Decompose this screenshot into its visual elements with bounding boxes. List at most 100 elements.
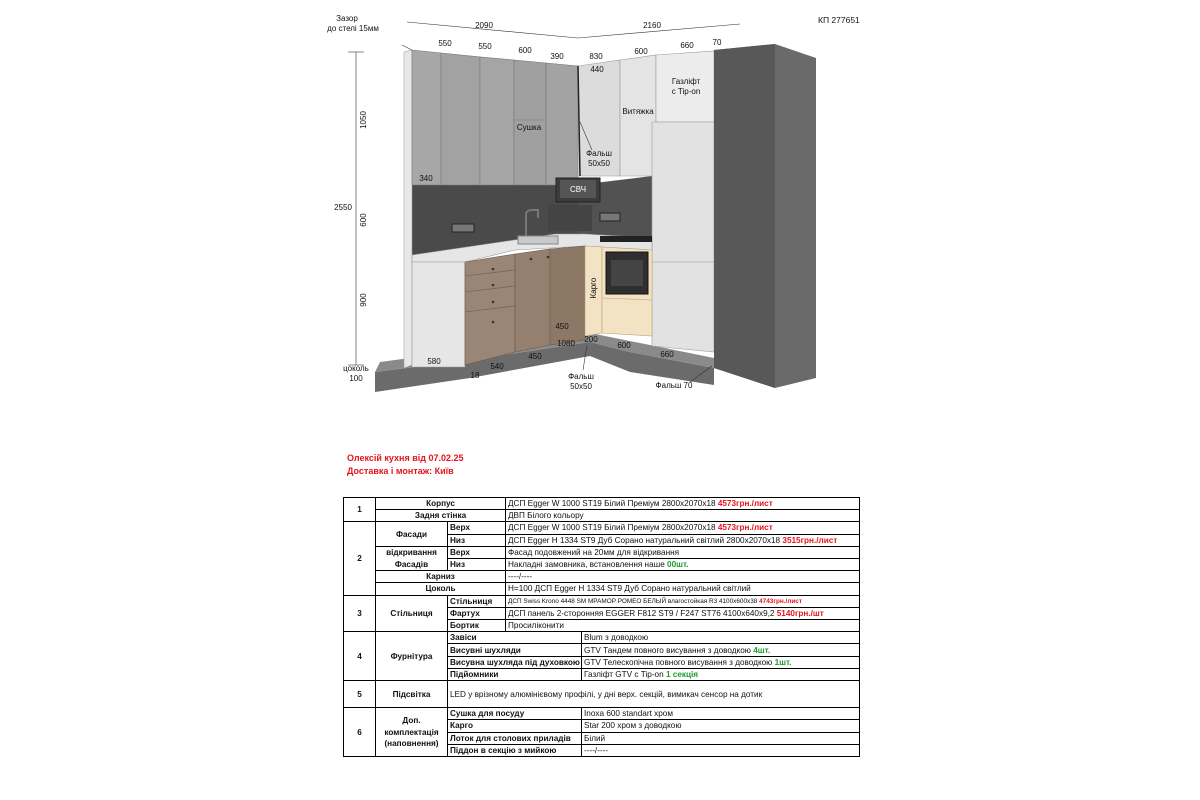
dimension-lines bbox=[348, 21, 741, 366]
upper-left-5 bbox=[545, 62, 579, 186]
dim-d-340: 340 bbox=[419, 174, 433, 183]
row-value: Star 200 хром з доводкою bbox=[581, 719, 860, 733]
lower-corner-cabinet bbox=[549, 245, 586, 346]
dim-left-width: 2090 bbox=[475, 21, 493, 30]
dim-ceiling-gap-1: Зазор bbox=[336, 14, 358, 23]
row-label: Цоколь bbox=[374, 582, 507, 596]
row-value: Білий bbox=[581, 731, 860, 745]
floor-plinth-top bbox=[375, 333, 714, 372]
row-label: відкривання Фасадів bbox=[375, 545, 448, 572]
dim-b-660: 660 bbox=[660, 350, 674, 359]
table-row: 4 Фурнітура Завіси Blum з доводкою bbox=[343, 631, 860, 682]
hob bbox=[600, 236, 652, 242]
label-dryer: Сушка bbox=[517, 123, 542, 132]
row-label: Задня стінка bbox=[374, 509, 507, 523]
label-falsh-bottom-2: 50х50 bbox=[570, 382, 592, 391]
fridge-column bbox=[651, 121, 715, 353]
dim-b-450b: 450 bbox=[555, 322, 569, 331]
row-value: Просиліконити bbox=[505, 619, 860, 633]
row-value: ДСП Swiss Krono 4448 SM МРАМОР РОМЕО БЕЛ… bbox=[505, 594, 860, 608]
note-line-1: Олексій кухня від 07.02.25 bbox=[347, 453, 464, 463]
order-note: Олексій кухня від 07.02.25 Доставка і мо… bbox=[347, 452, 464, 478]
dim-b-1080: 1080 bbox=[557, 339, 575, 348]
row-value: ДСП панель 2-сторонняя EGGER F812 ST9 / … bbox=[505, 606, 860, 621]
spec-table: 1 Корпус ДСП Egger W 1000 ST19 Білий Пре… bbox=[343, 496, 860, 758]
dim-b-200: 200 bbox=[584, 335, 598, 344]
left-side-panel bbox=[403, 49, 413, 369]
dim-ceiling-gap-2: до стелі 15мм bbox=[327, 24, 379, 33]
label-microwave: СВЧ bbox=[570, 185, 586, 194]
dim-h-440: 440 bbox=[590, 65, 604, 74]
row-sublabel: Карго bbox=[446, 719, 583, 733]
dim-h-600: 600 bbox=[359, 213, 368, 227]
label-falsh-top-1: Фальш bbox=[586, 149, 612, 158]
right-wall-face bbox=[714, 44, 775, 388]
dim-top-550a: 550 bbox=[438, 39, 452, 48]
row-sublabel: Верх bbox=[446, 545, 507, 560]
table-row: 5 Підсвітка LED у врізному алюмінієвому … bbox=[343, 680, 860, 709]
row-value: Накладні замовника, встановлення наше 00… bbox=[505, 558, 860, 572]
row-label: Стільниця bbox=[375, 594, 448, 633]
label-gaslift-2: с Tip-on bbox=[672, 87, 701, 96]
dim-plinth-label: цоколь bbox=[343, 364, 369, 373]
row-sublabel: Низ bbox=[446, 533, 507, 547]
row-value: ДСП Egger W 1000 ST19 Білий Преміум 2800… bbox=[505, 496, 860, 511]
row-sublabel: Висувні шухляди bbox=[446, 643, 583, 657]
kitchen-3d-drawing: Зазор до стелі 15мм 2090 2160 550 550 60… bbox=[327, 14, 860, 392]
table-row: Карго Star 200 хром з доводкою bbox=[344, 719, 860, 733]
dim-top-600b: 600 bbox=[634, 47, 648, 56]
table-row: Піддон в секцію з мийкою ----/---- bbox=[344, 743, 860, 758]
row-sublabel: Підйомники bbox=[446, 667, 583, 682]
row-value: ДСП Egger H 1334 ST9 Дуб Сорано натураль… bbox=[505, 533, 860, 547]
dim-b-18: 18 bbox=[471, 371, 480, 380]
upper-left-1 bbox=[411, 49, 442, 186]
table-row: Низ Накладні замовника, встановлення наш… bbox=[344, 558, 860, 572]
dim-h-1050: 1050 bbox=[359, 111, 368, 129]
table-row: Висувні шухляди GTV Тандем повного висув… bbox=[344, 643, 860, 657]
sec-num: 6 bbox=[343, 707, 376, 758]
socket-left bbox=[451, 223, 475, 233]
dim-right-width: 2160 bbox=[643, 21, 661, 30]
dim-h-900: 900 bbox=[359, 293, 368, 307]
sec-num: 3 bbox=[343, 594, 376, 633]
dim-top-660: 660 bbox=[680, 41, 694, 50]
row-value: ДСП Egger W 1000 ST19 Білий Преміум 2800… bbox=[505, 521, 860, 535]
lower-white-left bbox=[411, 261, 466, 368]
row-value: ----/---- bbox=[581, 743, 860, 758]
table-row: Фартух ДСП панель 2-сторонняя EGGER F812… bbox=[344, 606, 860, 621]
table-row: 6 Доп. комплектація (наповнення) Сушка д… bbox=[343, 707, 860, 758]
label-gaslift-1: Газліфт bbox=[672, 77, 701, 86]
floor-plinth bbox=[375, 342, 714, 392]
row-value: Inoxa 600 standart хром bbox=[581, 707, 860, 721]
row-label: Корпус bbox=[374, 496, 507, 511]
dim-top-830: 830 bbox=[589, 52, 603, 61]
row-value: GTV Тандем повного висування з доводкою … bbox=[581, 643, 860, 657]
row-sublabel: Фартух bbox=[446, 606, 507, 621]
table-row: Цоколь Н=100 ДСП Egger H 1334 ST9 Дуб Со… bbox=[344, 582, 860, 596]
socket-right bbox=[599, 212, 621, 222]
table-row: 2 Фасади Верх ДСП Egger W 1000 ST19 Біли… bbox=[343, 521, 860, 596]
table-row: Лоток для столових приладів Білий bbox=[344, 731, 860, 745]
table-row: Задня стінка ДВП Білого кольору bbox=[344, 509, 860, 523]
label-falsh-top-2: 50х50 bbox=[588, 159, 610, 168]
row-label: Фасади bbox=[375, 521, 448, 547]
sec-num: 5 bbox=[343, 680, 376, 709]
row-sublabel: Стільниця bbox=[446, 594, 507, 608]
upper-left-2 bbox=[440, 52, 481, 186]
row-sublabel: Висувна шухляда під духовкою bbox=[446, 655, 583, 669]
row-value: LED у врізному алюмінієвому профілі, у д… bbox=[447, 680, 860, 709]
table-row: Низ ДСП Egger H 1334 ST9 Дуб Сорано нату… bbox=[344, 533, 860, 547]
dim-b-580: 580 bbox=[427, 357, 441, 366]
dim-b-600: 600 bbox=[617, 341, 631, 350]
table-row: Карниз ----/---- bbox=[344, 570, 860, 584]
dim-b-540: 540 bbox=[490, 362, 504, 371]
dim-h-2550: 2550 bbox=[334, 203, 352, 212]
row-label: Доп. комплектація (наповнення) bbox=[375, 707, 448, 758]
row-value: Н=100 ДСП Egger H 1334 ST9 Дуб Сорано на… bbox=[505, 582, 860, 596]
sec-num: 1 bbox=[343, 496, 376, 523]
table-row: Підйомники Газліфт GTV с Tip-on 1 секція bbox=[344, 667, 860, 682]
label-cargo: Карго bbox=[589, 277, 598, 298]
dim-top-390: 390 bbox=[550, 52, 564, 61]
row-value: GTV Телескопічна повного висування з дов… bbox=[581, 655, 860, 669]
row-sublabel: Низ bbox=[446, 558, 507, 572]
